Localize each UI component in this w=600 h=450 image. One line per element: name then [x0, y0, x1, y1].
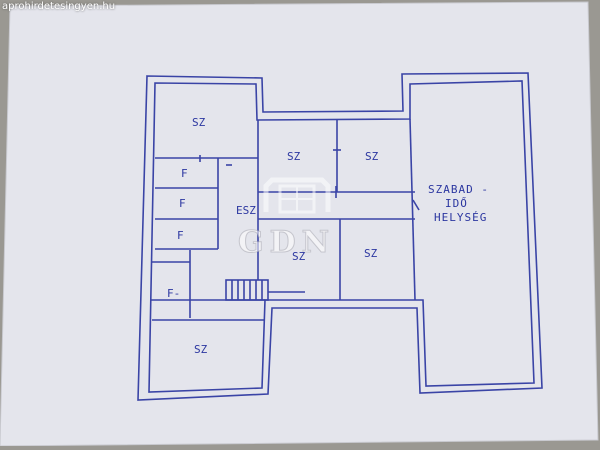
- gdn-logo-text: GDN: [237, 225, 336, 261]
- room-label-sz-right-low: SZ: [364, 247, 378, 260]
- room-label-f-4: F-: [167, 287, 181, 300]
- room-label-leisure-2: IDŐ: [445, 197, 468, 210]
- room-label-esz: ESZ: [236, 204, 256, 217]
- room-label-leisure-3: HELYSÉG: [434, 211, 488, 224]
- room-label-sz-top-left: SZ: [192, 116, 206, 129]
- floor-plan-drawing: [137, 72, 543, 401]
- room-label-f-2: F: [179, 197, 186, 210]
- room-label-sz-bottom-left: SZ: [194, 343, 208, 356]
- gdn-logo-watermark: [263, 177, 331, 214]
- outer-wall-left: [137, 72, 543, 401]
- site-watermark: aprohirdetesingyen.hu: [2, 1, 116, 12]
- room-label-sz-center-low: SZ: [292, 250, 306, 263]
- room-label-f-1: F: [181, 167, 188, 180]
- room-label-leisure-1: SZABAD -: [428, 183, 489, 196]
- inner-wall: [148, 80, 535, 393]
- room-label-sz-mid-2: SZ: [365, 150, 379, 163]
- room-label-sz-mid-1: SZ: [287, 150, 301, 163]
- room-label-f-3: F: [177, 229, 184, 242]
